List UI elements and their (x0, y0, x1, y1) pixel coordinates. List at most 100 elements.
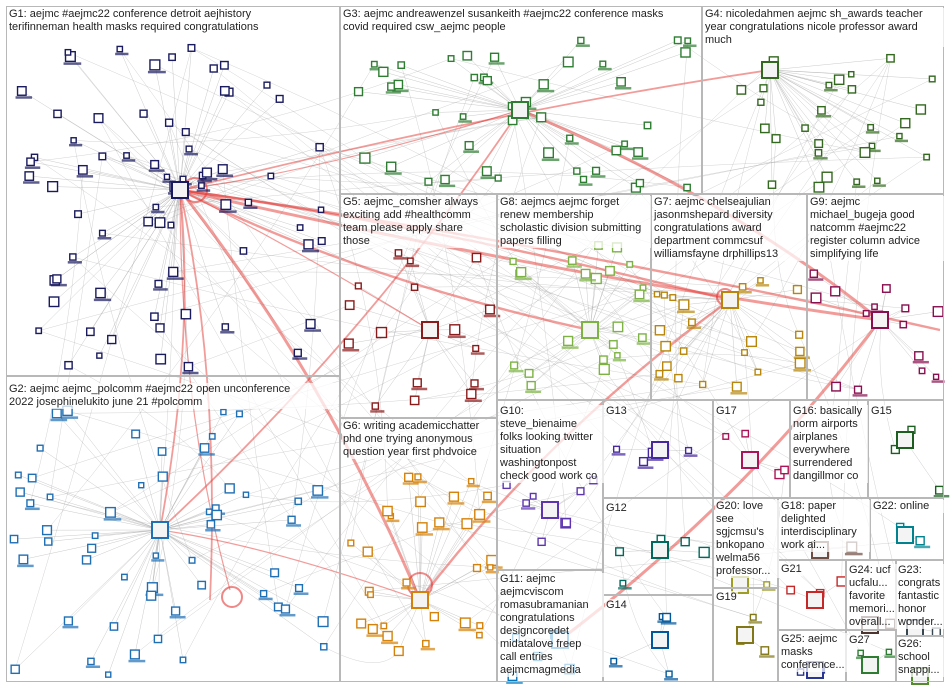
node (275, 94, 284, 103)
cross-edge (49, 156, 103, 497)
node-label-mark (162, 180, 176, 183)
node-label-mark (103, 518, 122, 521)
node (235, 410, 243, 418)
node-label-mark (121, 159, 136, 162)
node (168, 53, 176, 62)
node (412, 378, 422, 388)
node (415, 496, 427, 508)
strong-edge (179, 188, 941, 332)
edge (107, 529, 161, 675)
edge (519, 81, 622, 111)
edge (519, 63, 603, 111)
edge (159, 411, 224, 531)
edge (678, 299, 731, 379)
edge (391, 86, 521, 111)
node-label-mark (683, 454, 698, 457)
node (847, 70, 855, 78)
edge (769, 69, 852, 75)
node (914, 351, 924, 361)
edge (159, 189, 181, 328)
node (343, 338, 354, 349)
node (152, 203, 160, 211)
node (18, 554, 29, 565)
node-label-mark (483, 314, 501, 318)
node-label-mark (466, 484, 480, 488)
node (615, 547, 625, 557)
node (536, 112, 547, 123)
node (188, 556, 196, 564)
node (684, 446, 693, 455)
node (874, 177, 881, 185)
node (303, 239, 314, 250)
strong-edge (179, 188, 591, 332)
edge (463, 109, 521, 117)
node-label-mark (852, 394, 868, 397)
node (26, 499, 35, 508)
node (868, 142, 876, 150)
edge (729, 299, 800, 335)
node (167, 221, 175, 229)
group-box-g9 (807, 194, 944, 400)
group-label-g10: G10: steve_bienaime folks looking twitte… (499, 405, 604, 483)
edge (444, 109, 521, 180)
cross-edge (417, 476, 754, 618)
node (610, 657, 618, 665)
node (409, 395, 420, 406)
node (871, 303, 878, 311)
node-label-mark (872, 184, 886, 187)
node (633, 147, 644, 157)
cross-edge (32, 294, 640, 479)
node (621, 140, 629, 148)
node (27, 473, 37, 483)
cross-edge (202, 117, 542, 176)
group-label-g25: G25: aejmc masks conference... (780, 633, 847, 672)
node (915, 535, 925, 546)
cross-edge (188, 304, 350, 367)
node-label-mark (402, 482, 419, 485)
node (219, 85, 230, 96)
cross-edge (566, 449, 617, 523)
node (46, 493, 54, 501)
node (14, 471, 22, 479)
node-label-mark (618, 587, 632, 590)
group-box-g21 (778, 560, 846, 630)
cross-edge (465, 308, 906, 624)
node (524, 368, 534, 378)
edge (769, 69, 906, 124)
edge (67, 410, 161, 531)
node (402, 578, 411, 587)
node (754, 368, 762, 376)
node (813, 181, 825, 193)
cross-edge (879, 288, 896, 450)
edge (729, 299, 759, 373)
node (375, 326, 388, 339)
node-label-mark (85, 665, 101, 669)
node (242, 491, 250, 499)
node (741, 429, 750, 438)
node (394, 249, 403, 257)
node-label-mark (608, 665, 623, 668)
node-label-mark (894, 139, 908, 143)
node (731, 381, 742, 392)
edge (729, 299, 801, 364)
cross-edge (119, 48, 538, 657)
node (580, 268, 591, 279)
node-label-mark (286, 524, 302, 527)
node (104, 671, 112, 678)
node (87, 543, 97, 553)
node (35, 327, 43, 335)
edge (769, 69, 840, 80)
node (487, 564, 494, 571)
node (64, 48, 72, 56)
cross-edge (30, 58, 452, 163)
node (722, 432, 730, 440)
node (440, 174, 450, 185)
node (116, 45, 124, 53)
node (263, 81, 271, 89)
node (470, 379, 479, 388)
node-label-mark (293, 592, 309, 595)
node (932, 373, 940, 381)
node (687, 318, 696, 327)
edge (18, 474, 161, 531)
node (356, 618, 367, 629)
